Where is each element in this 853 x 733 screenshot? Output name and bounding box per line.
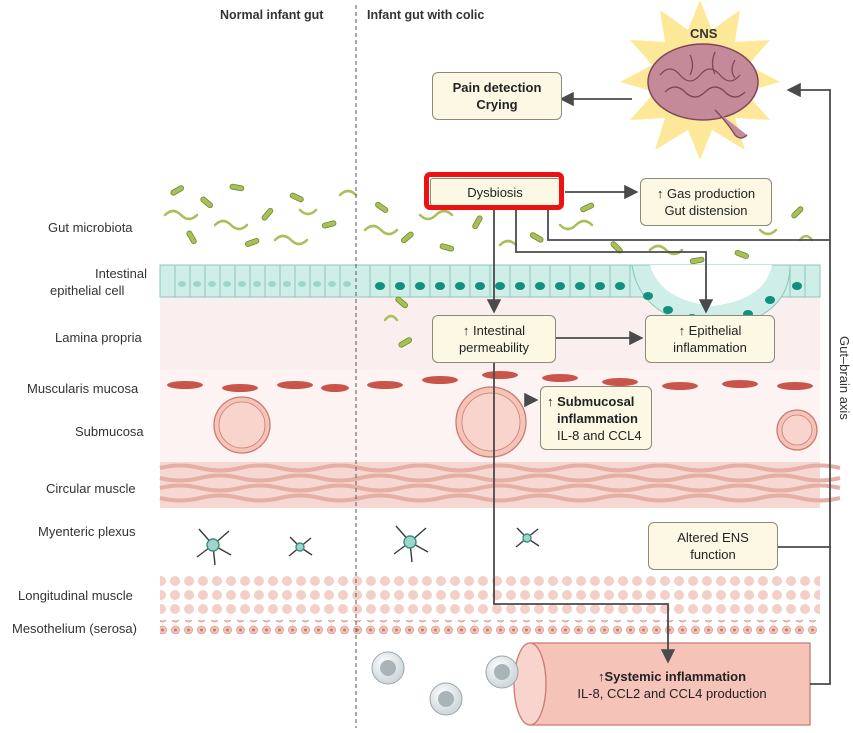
permeability-line1: ↑ Intestinal: [463, 322, 525, 339]
label-muscularis-mucosa: Muscularis mucosa: [27, 381, 138, 396]
dysbiosis-highlight: [424, 172, 564, 210]
altered-ens-box: Altered ENS function: [648, 522, 778, 570]
epithelial-line2: inflammation: [673, 339, 747, 356]
permeability-line2: permeability: [459, 339, 529, 356]
gas-line2: Gut distension: [664, 202, 747, 219]
label-intestinal: Intestinal: [95, 266, 147, 281]
label-lamina-propria: Lamina propria: [55, 330, 142, 345]
gut-brain-axis-label: Gut–brain axis: [837, 336, 852, 420]
label-mesothelium: Mesothelium (serosa): [12, 621, 137, 636]
circular-muscle: [160, 462, 840, 508]
mesothelium: [160, 620, 820, 634]
ens-line2: function: [690, 546, 736, 563]
pain-detection-box: Pain detection Crying: [432, 72, 562, 120]
label-myenteric-plexus: Myenteric plexus: [38, 524, 136, 539]
header-colic: Infant gut with colic: [367, 8, 484, 22]
longitudinal-muscle: [160, 572, 820, 616]
gas-production-box: ↑ Gas production Gut distension: [640, 178, 772, 226]
label-gut-microbiota: Gut microbiota: [48, 220, 133, 235]
systemic-line1: ↑Systemic inflammation: [552, 668, 792, 685]
label-longitudinal-muscle: Longitudinal muscle: [18, 588, 133, 603]
systemic-line2: IL-8, CCL2 and CCL4 production: [552, 685, 792, 702]
pain-line2: Crying: [476, 96, 517, 113]
epithelial-inflammation-box: ↑ Epithelial inflammation: [645, 315, 775, 363]
submucosal-line3: IL-8 and CCL4: [547, 427, 642, 444]
ens-line1: Altered ENS: [677, 529, 749, 546]
label-submucosa: Submucosa: [75, 424, 144, 439]
pain-line1: Pain detection: [453, 79, 542, 96]
header-normal: Normal infant gut: [220, 8, 323, 22]
gas-line1: ↑ Gas production: [657, 185, 755, 202]
cns-label: CNS: [690, 26, 717, 41]
immune-cells: [372, 652, 518, 715]
intestinal-permeability-box: ↑ Intestinal permeability: [432, 315, 556, 363]
epithelial-line1: ↑ Epithelial: [679, 322, 742, 339]
label-epithelial-cell: epithelial cell: [50, 283, 124, 298]
submucosal-inflammation-box: ↑ Submucosal inflammation IL-8 and CCL4: [540, 386, 652, 450]
myenteric-neurons: [197, 526, 539, 565]
label-circular-muscle: Circular muscle: [46, 481, 136, 496]
systemic-inflammation-text: ↑Systemic inflammation IL-8, CCL2 and CC…: [552, 668, 792, 702]
submucosal-line1: ↑ Submucosal: [547, 393, 634, 410]
submucosal-line2: inflammation: [547, 410, 638, 427]
